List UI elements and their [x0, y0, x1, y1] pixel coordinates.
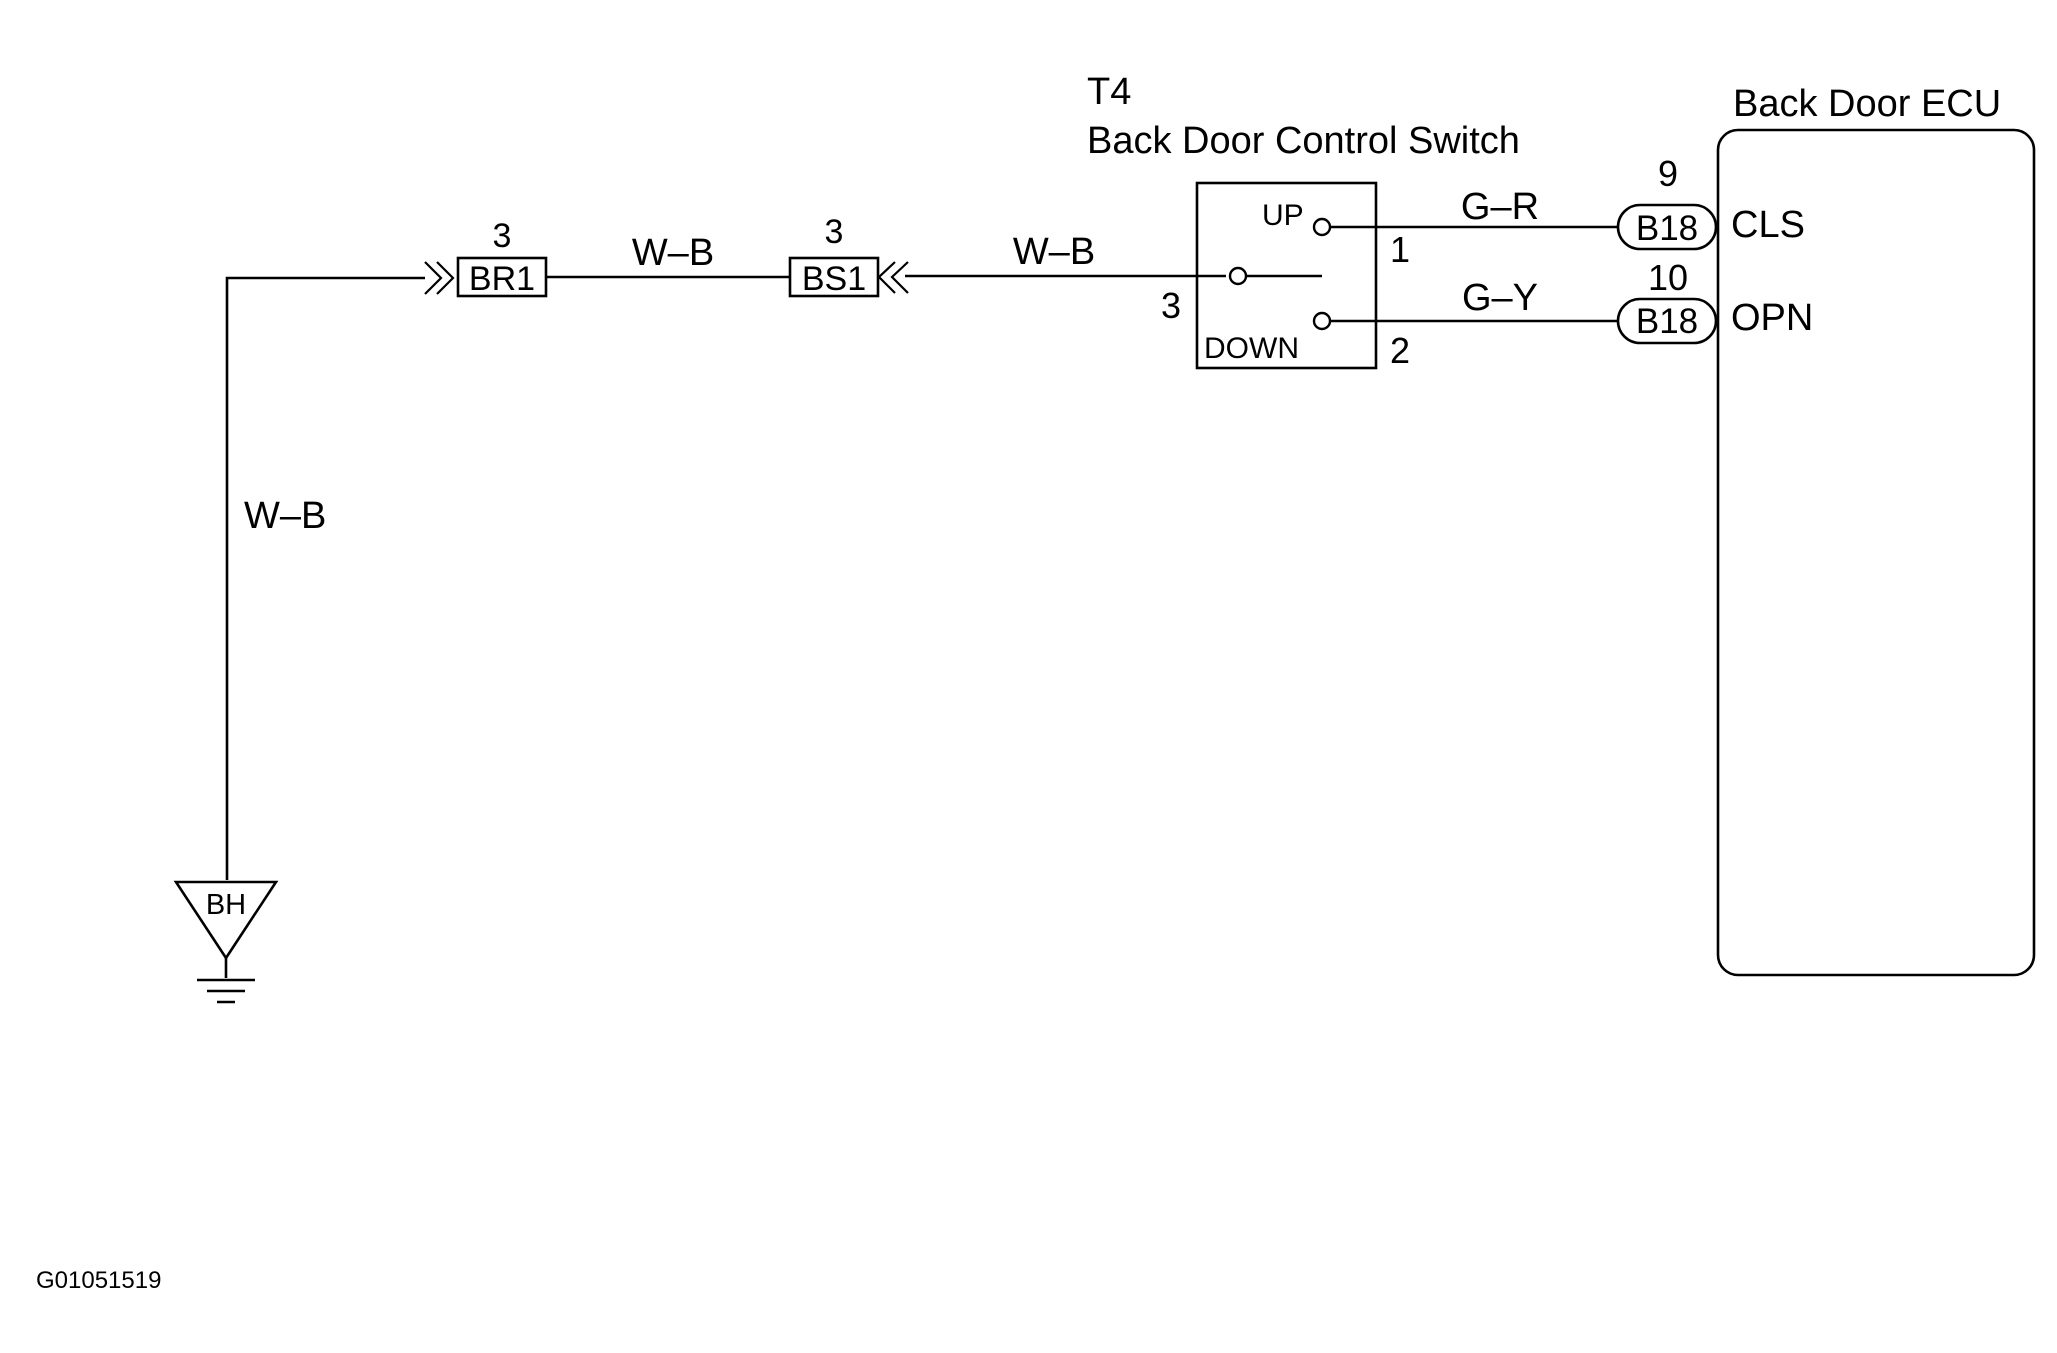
switch-up-label: UP: [1262, 199, 1304, 232]
switch-pin-common: 3: [1161, 285, 1181, 326]
switch-pin-down: 2: [1390, 330, 1410, 371]
ecu-connector-cls: 9 B18: [1616, 153, 1718, 251]
ecu-opn-label: OPN: [1731, 297, 1813, 339]
connector-br1-pin: 3: [493, 217, 512, 255]
back-door-control-switch: T4 Back Door Control Switch UP DOWN 3 1 …: [1087, 71, 1520, 371]
ecu-pin-cls: 9: [1658, 153, 1678, 194]
figure-code: G01051519: [36, 1267, 161, 1294]
ground-label: BH: [206, 889, 246, 921]
wire-label-up: G–R: [1461, 186, 1539, 228]
ecu-pin-opn: 10: [1648, 257, 1688, 298]
wire-label-ground: W–B: [244, 495, 326, 537]
ground-symbol: BH: [173, 880, 279, 1004]
wire-label-br1-bs1: W–B: [632, 232, 714, 274]
ecu-connector-cls-label: B18: [1636, 209, 1698, 248]
ecu-connector-opn: 10 B18: [1616, 257, 1718, 345]
switch-pin-up: 1: [1390, 229, 1410, 270]
ecu-connector-opn-label: B18: [1636, 302, 1698, 341]
ecu-title: Back Door ECU: [1733, 83, 2001, 125]
switch-down-label: DOWN: [1204, 332, 1299, 365]
ecu-cls-label: CLS: [1731, 204, 1805, 246]
wire-label-down: G–Y: [1462, 277, 1538, 319]
back-door-ecu: Back Door ECU CLS OPN: [1716, 83, 2036, 977]
connector-br1: BR1 3: [424, 217, 548, 298]
connector-br1-label: BR1: [469, 260, 535, 298]
connector-bs1: BS1 3: [788, 213, 909, 298]
connector-bs1-pin: 3: [825, 213, 844, 251]
switch-code: T4: [1087, 71, 1131, 113]
wire-ground-vertical: [225, 276, 425, 880]
connector-bs1-label: BS1: [802, 260, 866, 298]
switch-title: Back Door Control Switch: [1087, 120, 1520, 162]
wire-label-bs1-switch: W–B: [1013, 231, 1095, 273]
